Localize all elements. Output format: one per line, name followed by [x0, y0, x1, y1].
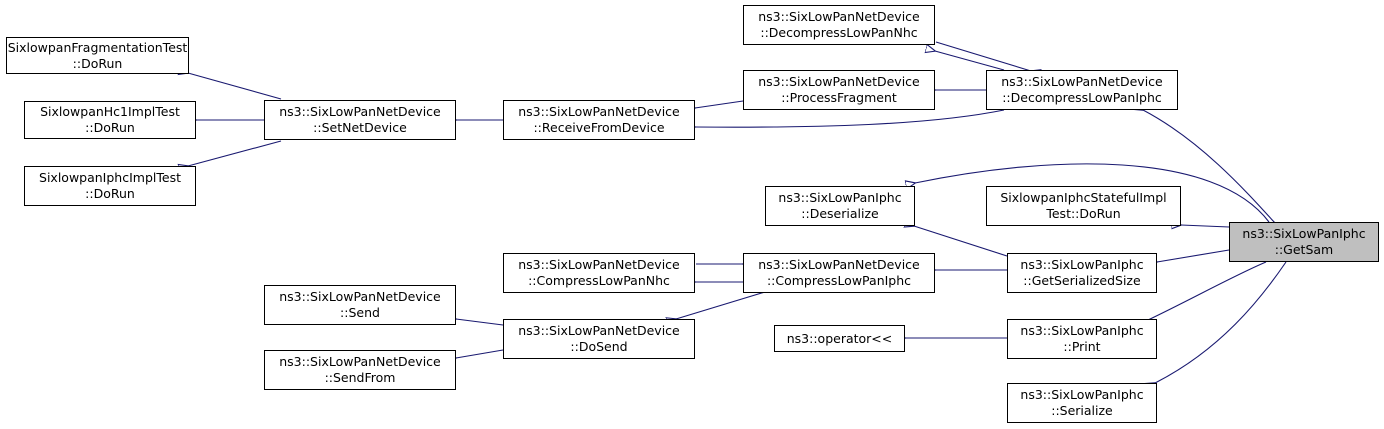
node-line: ::SendFrom — [324, 370, 396, 385]
edge-serialize-to-get-sam — [1155, 261, 1287, 383]
node-line: ns3::SixLowPanNetDevice — [758, 257, 920, 272]
node-line: ns3::operator<< — [786, 330, 893, 346]
edge-do-send-to-compress-iphc — [676, 291, 766, 319]
edge-iphc-test-to-set-net-device — [188, 140, 282, 166]
edge-send-from-to-do-send — [456, 349, 504, 358]
edge-receive-to-process-fragment — [695, 100, 744, 108]
node-line: ns3::SixLowPanIphc — [778, 190, 902, 205]
node-operator-stream[interactable]: ns3::operator<< — [774, 325, 905, 352]
node-get-sam[interactable]: ns3::SixLowPanIphc ::GetSam — [1229, 222, 1379, 262]
node-compress-low-pan-nhc[interactable]: ns3::SixLowPanNetDevice ::CompressLowPan… — [503, 253, 695, 293]
node-line: ::CompressLowPanNhc — [528, 273, 670, 288]
edge-stateful-test-to-get-sam — [1181, 225, 1230, 227]
node-receive-from-device[interactable]: ns3::SixLowPanNetDevice ::ReceiveFromDev… — [503, 100, 695, 140]
node-serialize[interactable]: ns3::SixLowPanIphc ::Serialize — [1007, 383, 1157, 423]
node-line: ns3::SixLowPanNetDevice — [518, 104, 680, 119]
node-sixlowpan-iphc-stateful-impl-test[interactable]: SixlowpanIphcStatefulImpl Test::DoRun — [986, 186, 1181, 226]
node-line: ::GetSam — [1274, 242, 1334, 257]
node-line: ns3::SixLowPanNetDevice — [518, 323, 680, 338]
node-line: ns3::SixLowPanIphc — [1242, 226, 1366, 241]
node-process-fragment[interactable]: ns3::SixLowPanNetDevice ::ProcessFragmen… — [743, 70, 935, 110]
node-do-send[interactable]: ns3::SixLowPanNetDevice ::DoSend — [503, 319, 695, 359]
node-get-serialized-size[interactable]: ns3::SixLowPanIphc ::GetSerializedSize — [1007, 253, 1157, 293]
node-line: ::SetNetDevice — [313, 120, 407, 135]
node-line: ns3::SixLowPanNetDevice — [518, 257, 680, 272]
node-line: Test::DoRun — [1046, 206, 1121, 221]
node-line: ::Send — [340, 305, 380, 320]
node-line: SixlowpanFragmentationTest — [7, 39, 188, 55]
edge-deserialize-to-serialized-size — [914, 226, 1008, 257]
node-line: SixlowpanHc1ImplTest — [40, 104, 180, 119]
node-print[interactable]: ns3::SixLowPanIphc ::Print — [1007, 319, 1157, 359]
node-line: ns3::SixLowPanNetDevice — [1001, 74, 1163, 89]
edge-send-to-do-send — [456, 319, 504, 326]
edge-frag-test-to-set-net-device — [188, 73, 282, 100]
node-send-from[interactable]: ns3::SixLowPanNetDevice ::SendFrom — [264, 350, 456, 390]
node-line: ::Deserialize — [801, 206, 879, 221]
node-sixlowpan-fragmentation-test[interactable]: SixlowpanFragmentationTest ::DoRun — [6, 37, 189, 74]
node-line: SixlowpanIphcImplTest — [39, 170, 181, 185]
node-line: ns3::SixLowPanNetDevice — [758, 9, 920, 24]
edge-print-to-get-sam — [1148, 261, 1267, 320]
node-deserialize[interactable]: ns3::SixLowPanIphc ::Deserialize — [765, 186, 915, 226]
node-line: ns3::SixLowPanNetDevice — [279, 104, 441, 119]
edge-decompress-nhc-to-decompress-iphc — [935, 51, 1005, 71]
edge-deserialize-to-get-sam — [915, 163, 1270, 223]
node-line: ::DoRun — [85, 120, 135, 135]
node-set-net-device[interactable]: ns3::SixLowPanNetDevice ::SetNetDevice — [264, 100, 456, 140]
node-sixlowpan-hc1-impl-test[interactable]: SixlowpanHc1ImplTest ::DoRun — [24, 101, 196, 139]
node-line: ns3::SixLowPanNetDevice — [758, 74, 920, 89]
node-line: ::DoRun — [72, 55, 123, 71]
node-line: ::CompressLowPanIphc — [766, 273, 912, 288]
node-line: ns3::SixLowPanIphc — [1020, 323, 1144, 338]
node-line: ns3::SixLowPanIphc — [1020, 257, 1144, 272]
node-line: ::ReceiveFromDevice — [533, 120, 665, 135]
node-line: ::DoSend — [570, 339, 628, 354]
node-line: ::Serialize — [1051, 403, 1113, 418]
edge-decompress-iphc-to-decompress-nhc — [935, 41, 1031, 71]
node-line: ns3::SixLowPanNetDevice — [279, 354, 441, 369]
node-line: SixlowpanIphcStatefulImpl — [1000, 190, 1167, 205]
edge-receive-to-decompress-iphc — [695, 109, 1005, 127]
node-line: ::ProcessFragment — [781, 90, 897, 105]
node-line: ::GetSerializedSize — [1023, 273, 1141, 288]
node-sixlowpan-iphc-impl-test[interactable]: SixlowpanIphcImplTest ::DoRun — [24, 166, 196, 206]
node-line: ::DecompressLowPanIphc — [1002, 90, 1162, 105]
node-line: ::DecompressLowPanNhc — [760, 25, 918, 40]
node-decompress-low-pan-iphc[interactable]: ns3::SixLowPanNetDevice ::DecompressLowP… — [986, 70, 1178, 110]
node-line: ::DoRun — [85, 186, 135, 201]
node-send[interactable]: ns3::SixLowPanNetDevice ::Send — [264, 285, 456, 325]
edge-decompress-iphc-to-get-sam — [1143, 110, 1276, 224]
node-line: ns3::SixLowPanNetDevice — [279, 289, 441, 304]
node-line: ::Print — [1063, 339, 1101, 354]
node-decompress-low-pan-nhc[interactable]: ns3::SixLowPanNetDevice ::DecompressLowP… — [743, 5, 935, 45]
edge-serialized-size-to-get-sam — [1157, 249, 1230, 262]
node-compress-low-pan-iphc[interactable]: ns3::SixLowPanNetDevice ::CompressLowPan… — [743, 253, 935, 293]
node-line: ns3::SixLowPanIphc — [1020, 387, 1144, 402]
